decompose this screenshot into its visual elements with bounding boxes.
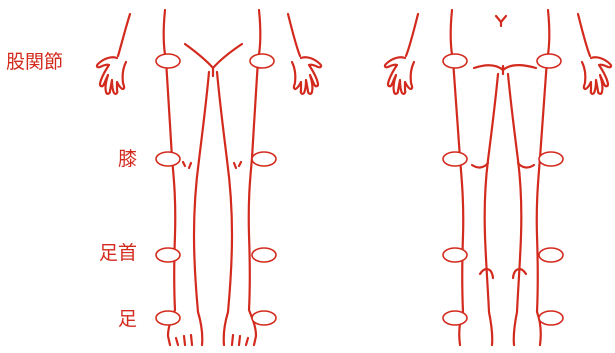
back-right-hip-joint	[537, 54, 561, 68]
knee-label: 膝	[118, 150, 137, 169]
front-left-leg-outer	[166, 60, 175, 345]
back-left-hip-joint	[443, 54, 467, 68]
front-left-ankle-joint	[156, 248, 180, 262]
back-right-leg-outer	[537, 60, 547, 345]
foot-label: 足	[118, 310, 137, 329]
back-torso-left	[451, 10, 453, 60]
front-left-knee-joint	[156, 152, 180, 166]
front-right-knee-mark	[234, 162, 241, 168]
back-right-knee-crease	[518, 163, 534, 167]
front-left-arm	[97, 14, 130, 94]
back-left-knee-crease	[472, 163, 488, 167]
back-right-ankle-joint	[539, 248, 563, 262]
hip-joint-label: 股関節	[6, 53, 63, 72]
back-view-figure	[385, 10, 611, 345]
front-right-hip-joint	[250, 54, 274, 68]
back-left-leg-inner	[485, 74, 498, 345]
back-left-knee-joint	[443, 152, 467, 166]
back-left-arm	[385, 14, 418, 94]
front-right-leg-outer	[249, 60, 258, 345]
front-left-hip-joint	[156, 54, 180, 68]
front-right-leg-inner	[217, 72, 232, 345]
front-groin	[185, 44, 242, 76]
front-right-foot-joint	[252, 311, 276, 325]
front-right-arm	[288, 14, 321, 94]
front-right-foot	[232, 335, 248, 345]
back-right-leg-inner	[508, 74, 521, 345]
ankle-label: 足首	[99, 244, 137, 263]
front-right-knee-joint	[252, 152, 276, 166]
front-left-leg-inner	[194, 72, 209, 345]
back-right-arm	[578, 14, 611, 94]
back-left-foot-joint	[443, 311, 467, 325]
back-buttocks-line	[474, 65, 536, 74]
front-left-foot	[176, 335, 192, 345]
front-left-foot-joint	[156, 311, 180, 325]
front-left-knee-mark	[183, 162, 191, 168]
front-view-figure	[97, 10, 321, 345]
front-torso-left	[164, 10, 166, 60]
front-torso-right	[258, 10, 260, 60]
back-right-knee-joint	[539, 152, 563, 166]
back-torso-right	[547, 10, 549, 60]
back-left-ankle-joint	[443, 248, 467, 262]
front-right-ankle-joint	[252, 248, 276, 262]
back-spine-mark	[496, 16, 506, 26]
back-right-foot-joint	[539, 311, 563, 325]
back-left-leg-outer	[453, 60, 463, 345]
